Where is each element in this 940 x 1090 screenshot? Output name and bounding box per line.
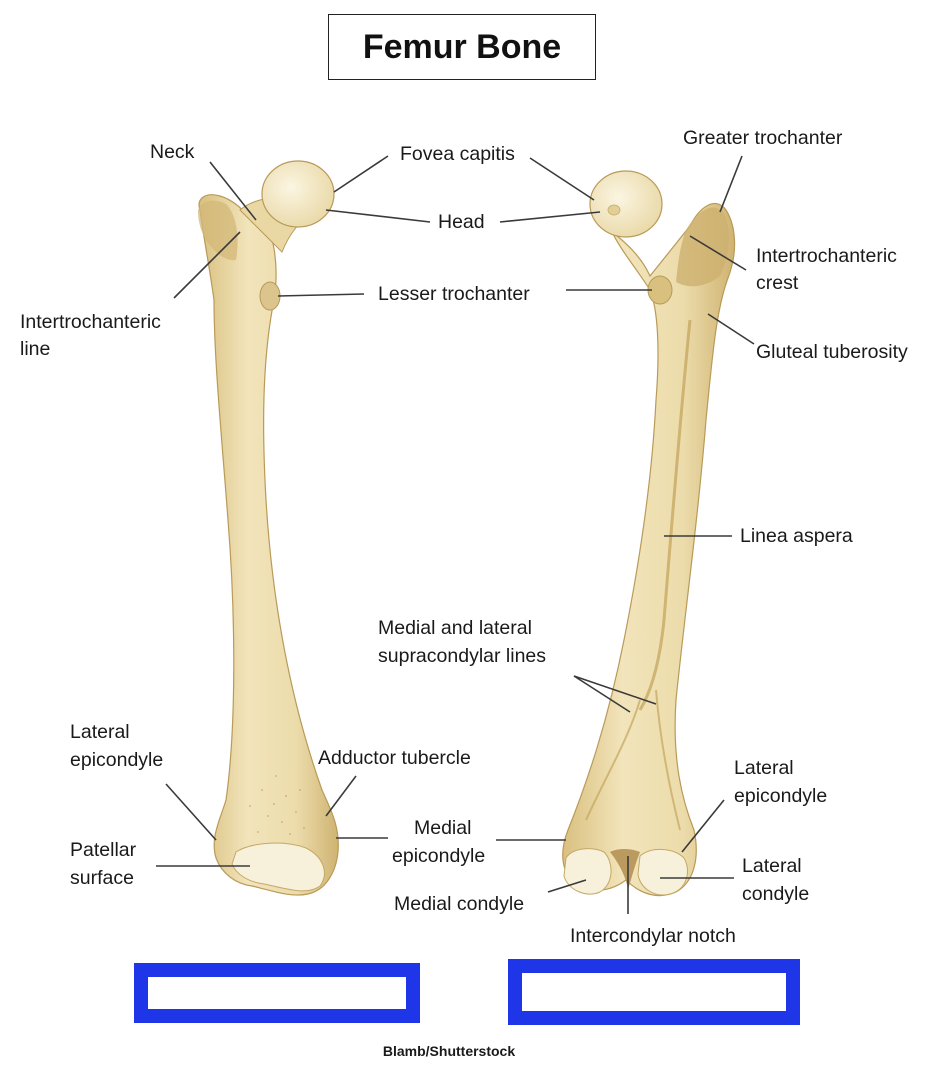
label-intertrochanteric-crest-2: crest (756, 272, 799, 294)
label-medial-epicondyle: Medial epicondyle (392, 817, 485, 867)
label-head: Head (438, 211, 485, 233)
label-lateral-epicondyle-right-2: epicondyle (734, 785, 827, 807)
label-intertrochanteric-line: Intertrochanteric line (20, 311, 166, 360)
label-medial-epicondyle-1: Medial (414, 817, 471, 839)
label-lateral-epicondyle-left-2: epicondyle (70, 749, 163, 771)
label-lateral-epicondyle-right-1: Lateral (734, 757, 794, 779)
femur-anterior-texture (249, 775, 305, 835)
femur-posterior-intercondylar-notch (610, 849, 640, 890)
label-supracondylar-lines: Medial and lateral supracondylar lines (378, 617, 546, 667)
leader-lines (156, 155, 755, 914)
label-adductor-tubercle: Adductor tubercle (318, 747, 471, 769)
label-medial-condyle: Medial condyle (394, 893, 524, 915)
label-lateral-epicondyle-left-1: Lateral (70, 721, 130, 743)
answer-box-right[interactable] (508, 959, 800, 1025)
femur-posterior-medial-condyle (563, 848, 612, 895)
label-fovea-capitis: Fovea capitis (400, 143, 515, 165)
label-lateral-condyle: Lateral condyle (742, 855, 809, 905)
femur-posterior-body (562, 203, 736, 897)
label-linea-aspera: Linea aspera (740, 525, 853, 547)
label-intertrochanteric-line-1: Intertrochanteric (20, 311, 161, 333)
femur-posterior-fovea (607, 204, 621, 216)
label-greater-trochanter: Greater trochanter (683, 127, 843, 149)
label-patellar-surface-2: surface (70, 867, 134, 889)
label-lateral-epicondyle-right: Lateral epicondyle (734, 757, 827, 807)
label-intertrochanteric-line-2: line (20, 338, 50, 360)
femur-anterior-patellar-surface (231, 842, 325, 892)
femur-anterior-body (198, 194, 339, 896)
femur-posterior-supracondylar-lines (585, 689, 681, 831)
label-lateral-condyle-2: condyle (742, 883, 809, 905)
label-lateral-condyle-1: Lateral (742, 855, 802, 877)
label-supracondylar-lines-2: supracondylar lines (378, 645, 546, 667)
label-intercondylar-notch: Intercondylar notch (570, 925, 736, 947)
femur-anterior-head (261, 160, 335, 228)
label-intertrochanteric-crest: Intertrochanteric crest (756, 245, 902, 294)
femur-anterior (198, 160, 339, 896)
image-credit: Blamb/Shutterstock (383, 1043, 515, 1059)
femur-posterior-linea-aspera (638, 319, 692, 711)
label-lateral-epicondyle-left: Lateral epicondyle (70, 721, 163, 771)
labels: Neck Fovea capitis Head Greater trochant… (20, 127, 908, 947)
femur-anterior-lesser-trochanter (259, 281, 281, 311)
answer-box-left[interactable] (134, 963, 420, 1023)
label-neck: Neck (150, 141, 195, 163)
femur-posterior-lateral-condyle (637, 849, 688, 896)
label-patellar-surface: Patellar surface (70, 839, 142, 889)
label-supracondylar-lines-1: Medial and lateral (378, 617, 532, 639)
label-patellar-surface-1: Patellar (70, 839, 137, 861)
label-lesser-trochanter: Lesser trochanter (378, 283, 530, 305)
femur-posterior-greater-trochanter (676, 207, 729, 287)
label-gluteal-tuberosity: Gluteal tuberosity (756, 341, 908, 363)
diagram-title: Femur Bone (328, 14, 596, 80)
label-intertrochanteric-crest-1: Intertrochanteric (756, 245, 897, 267)
femur-posterior (562, 170, 736, 897)
label-medial-epicondyle-2: epicondyle (392, 845, 485, 867)
femur-posterior-head (589, 170, 663, 238)
